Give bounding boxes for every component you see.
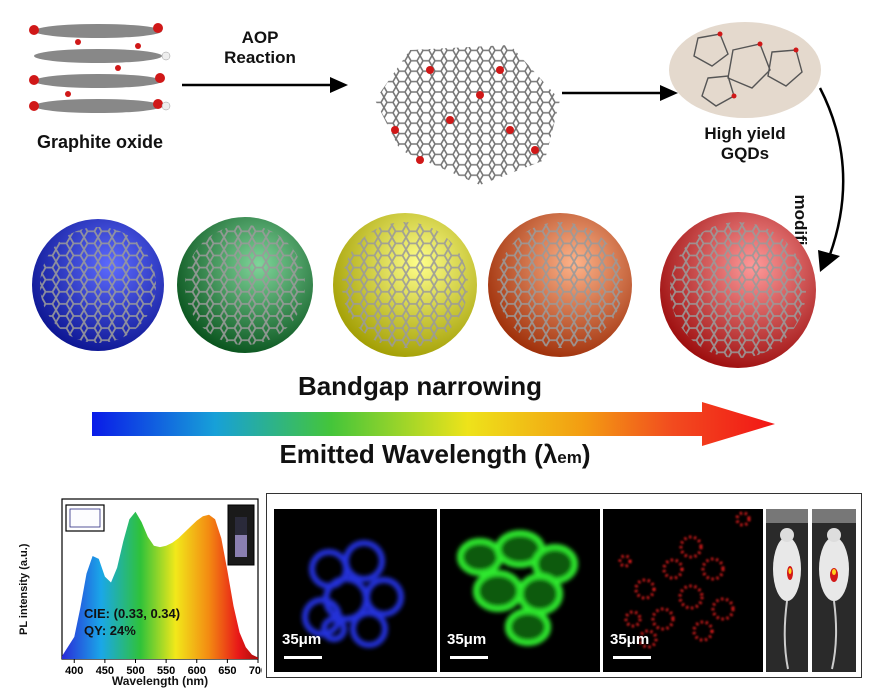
aop-line1: AOP	[241, 28, 279, 47]
sphere-row	[32, 212, 816, 368]
x-tick-label: 450	[96, 665, 114, 677]
scale-label-blue: 35μm	[282, 631, 322, 648]
mouse-image-left	[766, 509, 808, 672]
wavelength-gradient-arrow	[92, 402, 775, 446]
scale-label-red: 35μm	[610, 631, 650, 648]
x-tick-label: 400	[65, 665, 83, 677]
inset-vial-dark	[227, 504, 255, 566]
gqd-label: High yield GQDs	[680, 124, 810, 163]
gqd-arrow	[562, 85, 678, 101]
modification-arrow	[818, 87, 845, 272]
aop-line2: Reaction	[224, 47, 296, 67]
y-axis-label: PL intensity (a.u.)	[18, 543, 30, 635]
aop-label: AOP Reaction	[215, 28, 305, 67]
x-tick-label: 650	[218, 665, 236, 677]
gqd-line2: GQDs	[720, 143, 770, 163]
sphere-red	[660, 212, 816, 368]
scale-label-green: 35μm	[447, 631, 487, 648]
sphere-orange	[488, 213, 632, 357]
x-tick-label: 600	[188, 665, 206, 677]
qy-annotation: QY: 24%	[84, 623, 136, 638]
sphere-green	[177, 217, 313, 353]
gqd-line1: High yield	[704, 124, 786, 143]
graphite-oxide-label: Graphite oxide	[36, 132, 164, 152]
graphite-oxide-illustration	[18, 10, 178, 125]
emitted-sub: em	[557, 448, 582, 467]
micrograph-blue	[274, 509, 437, 672]
pl-spectrum-area	[62, 511, 258, 659]
emitted-close: )	[581, 439, 591, 469]
mouse-image-right	[812, 509, 856, 672]
pl-spectrum-chart: 400450500550600650700	[61, 498, 267, 677]
sphere-yellow	[333, 213, 477, 357]
aop-arrow	[182, 77, 348, 93]
graphene-sheet-illustration	[360, 40, 585, 190]
pl-spectrum-panel: 400450500550600650700 PL intensity (a.u.…	[18, 495, 267, 690]
x-axis-label: Wavelength (nm)	[111, 674, 209, 688]
gqd-cluster-illustration	[668, 20, 823, 120]
emitted-main: Emitted Wavelength (λ	[279, 439, 558, 469]
bandgap-label: Bandgap narrowing	[297, 371, 543, 401]
micrograph-green	[440, 509, 600, 672]
emitted-wavelength-label: Emitted Wavelength (λem)	[200, 439, 670, 470]
cie-annotation: CIE: (0.33, 0.34)	[84, 606, 181, 621]
sphere-blue	[32, 219, 164, 351]
micrograph-red	[603, 509, 763, 672]
x-tick-label: 500	[126, 665, 144, 677]
x-tick-label: 550	[157, 665, 175, 677]
